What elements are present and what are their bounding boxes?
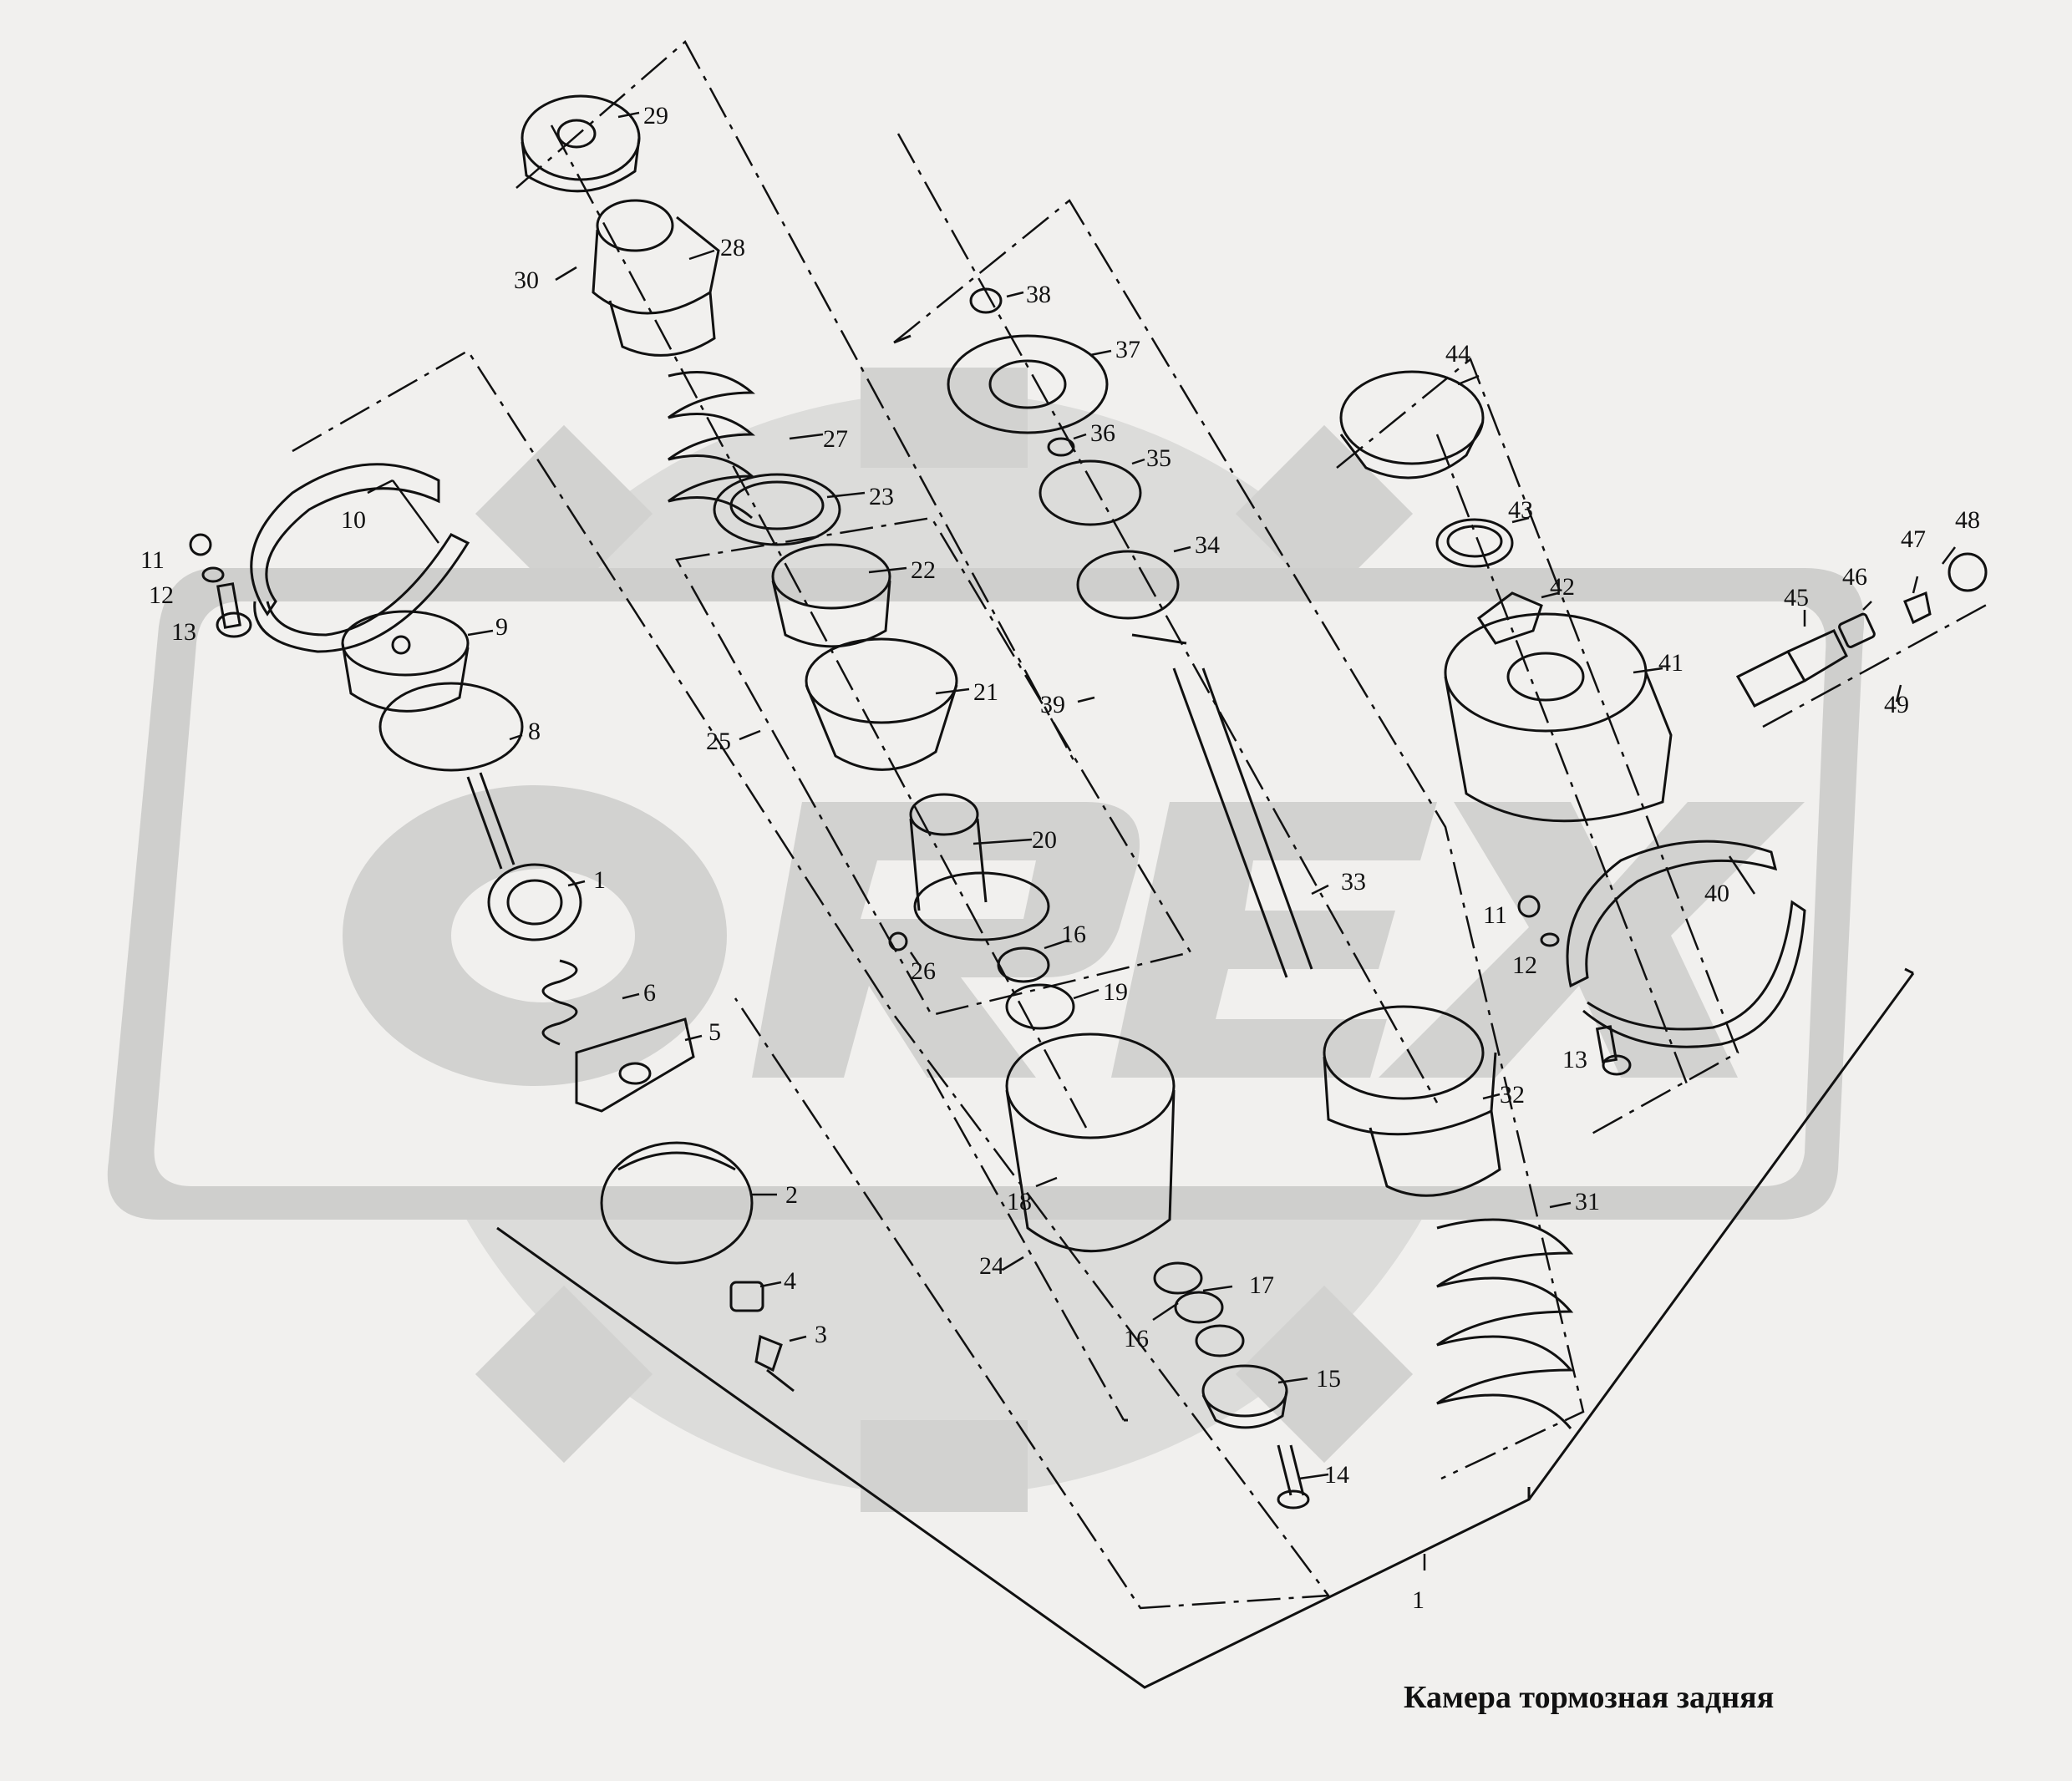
part-label: 8 [528,718,541,745]
part-label: 37 [1115,336,1140,363]
part-label: 9 [495,613,508,641]
part-label: 20 [1032,826,1057,854]
part-label: 44 [1445,340,1470,368]
part-label: 22 [911,556,936,584]
part-label: 28 [720,234,745,261]
part-label: 16 [1124,1325,1149,1352]
part-label: 11 [140,546,165,574]
part-label: 38 [1026,281,1051,308]
part-label: 14 [1324,1461,1349,1489]
part-label: 41 [1658,649,1684,677]
part-label: 4 [784,1267,796,1295]
part-label: 29 [643,102,668,129]
part-label: 36 [1090,419,1115,447]
part-label: 33 [1341,868,1366,896]
part-label: 18 [1007,1188,1032,1215]
part-label: 19 [1103,978,1128,1006]
part-label: 5 [708,1018,721,1046]
part-label: 17 [1249,1271,1274,1299]
part-label: 47 [1901,525,1926,553]
part-label: 42 [1550,573,1575,601]
part-label: 6 [643,979,656,1007]
part-label: 21 [973,678,998,706]
part-label: 12 [149,581,174,609]
part-label: 46 [1842,563,1867,591]
part-label: 25 [706,728,731,755]
part-label: 11 [1483,901,1507,929]
part-label: 48 [1955,506,1980,534]
diagram-caption: Камера тормозная задняя [1404,1680,1775,1715]
part-labels: 29 28 30 27 23 22 21 25 20 26 16 19 18 2… [140,102,1980,1614]
part-label: 43 [1508,496,1533,524]
leader-lines [367,111,1956,1570]
part-label: 1 [593,866,606,894]
part-label: 31 [1575,1188,1600,1215]
part-label: 10 [341,506,366,534]
part-label: 1 [1412,1586,1424,1614]
part-label: 27 [823,425,848,453]
part-label: 35 [1146,444,1171,472]
part-label: 24 [979,1252,1004,1280]
part-label: 23 [869,483,894,510]
part-label: 30 [514,266,539,294]
part-label: 34 [1195,531,1220,559]
part-label: 13 [1562,1046,1587,1073]
part-label: 3 [815,1321,827,1348]
part-label: 13 [171,618,196,646]
part-label: 40 [1704,880,1729,907]
part-label: 26 [911,957,936,985]
part-label: 16 [1061,921,1086,948]
part-label: 2 [785,1181,798,1209]
part-label: 45 [1784,584,1809,611]
line-art [189,40,1993,1689]
part-label: 49 [1884,691,1909,718]
watermark-logo [107,368,1865,1512]
part-label: 32 [1500,1081,1525,1109]
part-label: 15 [1316,1365,1341,1393]
part-label: 12 [1512,951,1537,979]
part-label: 39 [1040,691,1065,718]
